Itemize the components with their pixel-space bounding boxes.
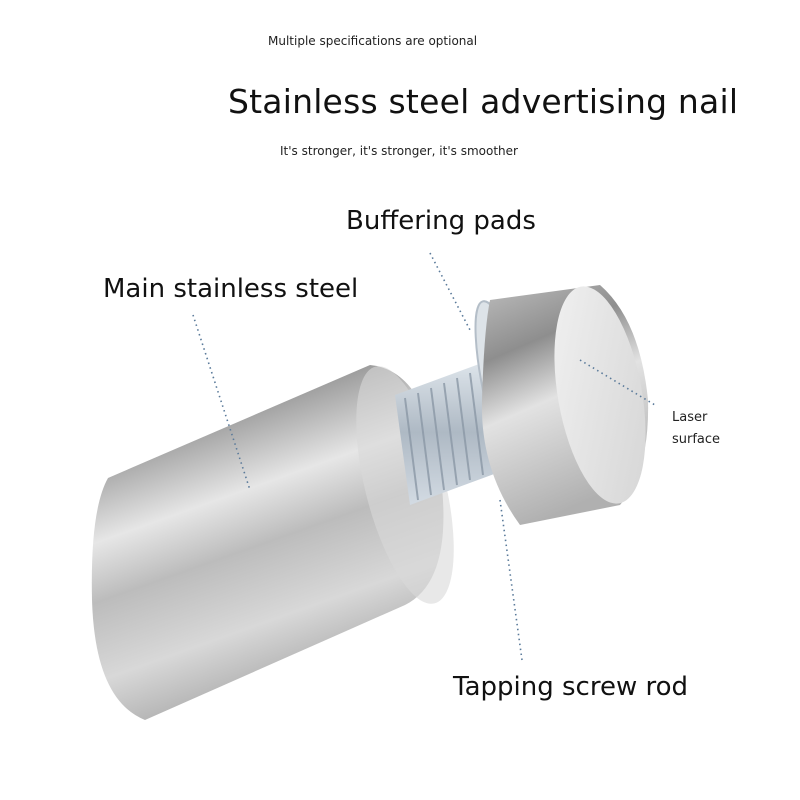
page-title: Stainless steel advertising nail xyxy=(228,82,739,121)
callout-tapping-screw-rod: Tapping screw rod xyxy=(453,672,689,702)
callout-main-stainless-steel: Main stainless steel xyxy=(103,274,359,304)
callout-buffering-pads: Buffering pads xyxy=(346,206,536,236)
callout-laser-surface: Laser surface xyxy=(672,410,721,447)
page-subtitle: It's stronger, it's stronger, it's smoot… xyxy=(280,144,518,158)
leader-buffering-pads xyxy=(429,252,471,331)
cap-shape xyxy=(481,285,649,525)
leader-lines xyxy=(192,252,656,661)
specifications-note: Multiple specifications are optional xyxy=(268,34,478,48)
tapping-screw-rod-shape xyxy=(395,360,505,505)
leader-tapping-screw-rod xyxy=(499,499,523,661)
leader-main-steel xyxy=(192,314,251,491)
main-steel-body xyxy=(91,365,454,720)
